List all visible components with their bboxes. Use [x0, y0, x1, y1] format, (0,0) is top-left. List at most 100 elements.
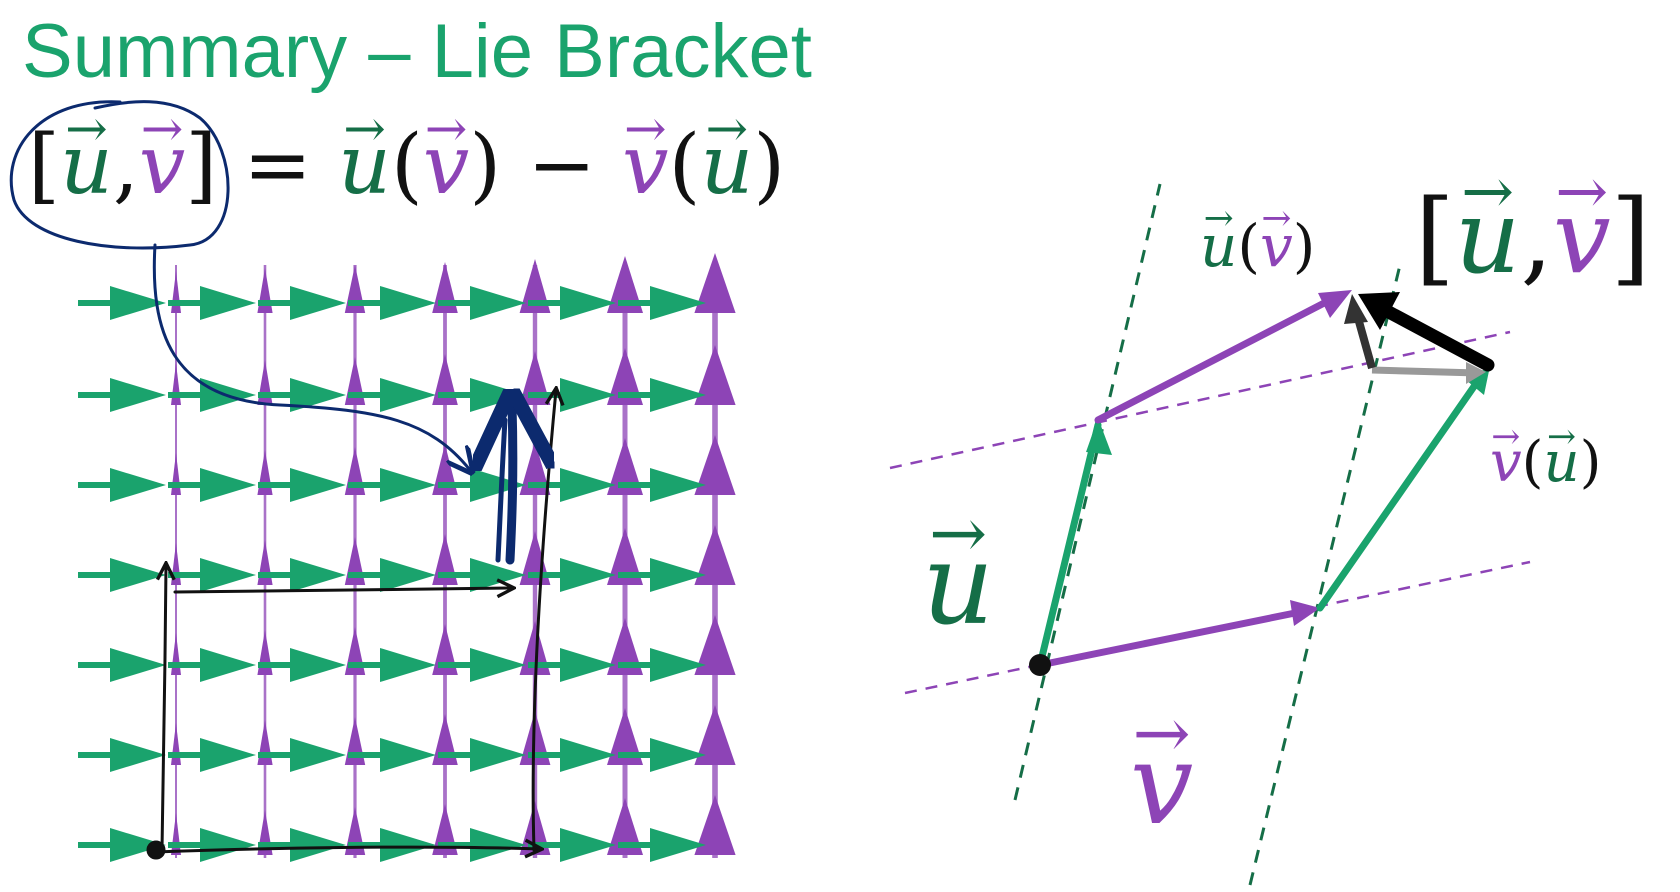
formula-term1-u: u [338, 118, 391, 213]
u-field-arrow [110, 828, 166, 862]
path-u-then-v-lower [153, 847, 540, 852]
u-field-arrow [650, 286, 706, 320]
v-field-arrow [607, 618, 643, 675]
u-field-arrow [380, 558, 436, 592]
v-field-arrow [694, 253, 736, 313]
u-field-arrow [650, 648, 706, 682]
formula-term1-lparen: ( [390, 118, 423, 213]
u-field-arrow [110, 558, 166, 592]
u-field-arrow [560, 468, 616, 502]
lie-bracket-formula: [u,v] = u(v) − v(u) [28, 118, 785, 213]
slide-title: Summary – Lie Bracket [22, 9, 812, 94]
vector-u [1036, 421, 1102, 669]
u-field-green-arrows [78, 286, 706, 862]
v-field-arrow [257, 630, 273, 675]
v-field-arrow [171, 723, 181, 765]
u-field-arrow [380, 378, 436, 412]
u-field-arrow [200, 648, 256, 682]
v-field-arrow [607, 708, 643, 765]
u-field-arrow [380, 468, 436, 502]
u-field-arrow [290, 648, 346, 682]
u-field-arrow [470, 468, 526, 502]
formula-term2-lparen: ( [668, 118, 701, 213]
v-field-arrow [171, 813, 181, 855]
annotation-connector [152, 243, 470, 470]
v-field-arrow [694, 795, 736, 855]
u-field-arrow [650, 558, 706, 592]
gap-grey-segment [1371, 366, 1479, 377]
v-field-arrow [257, 450, 273, 495]
v-line-through-u-tip [889, 330, 1511, 470]
v-field-arrow [694, 525, 736, 585]
v-field-arrow [171, 363, 181, 405]
formula-lhs-lbracket: [ [28, 118, 60, 213]
u-field-arrow [200, 828, 256, 862]
v-field-arrow [171, 271, 181, 313]
v-field-arrow [257, 540, 273, 585]
v-field-arrow [171, 543, 181, 585]
u-field-arrow [560, 828, 616, 862]
annotation-circle [9, 100, 230, 250]
gap-dark-segment [1354, 316, 1376, 370]
v-field-arrow [694, 345, 736, 405]
u-field-arrow [290, 828, 346, 862]
u-line-through-v-tip [1248, 264, 1402, 886]
u-field-arrow [380, 286, 436, 320]
u-field-arrow [560, 738, 616, 772]
v-field-arrow [171, 633, 181, 675]
formula-term1-v: v [423, 118, 469, 213]
u-field-arrow [650, 828, 706, 862]
u-field-arrow [560, 378, 616, 412]
u-field-arrow [380, 828, 436, 862]
formula-term2-u: u [700, 118, 753, 213]
vector-u-of-v [1094, 296, 1334, 424]
v-field-arrow [257, 720, 273, 765]
bracket-vector [1378, 303, 1495, 372]
v-field-arrow [607, 798, 643, 855]
formula-term2-v: v [622, 118, 668, 213]
u-field-arrow [110, 378, 166, 412]
formula-lhs-u: u [60, 118, 113, 213]
bracket-annotation [9, 100, 513, 565]
u-field-arrow [110, 738, 166, 772]
path-up-left-side [162, 565, 166, 852]
u-field-arrow [110, 286, 166, 320]
label-v: v [1130, 720, 1193, 850]
v-field-arrow [607, 528, 643, 585]
u-field-arrow [290, 468, 346, 502]
formula-lhs-comma: , [112, 118, 139, 213]
parallelogram-origin-dot [1029, 654, 1051, 676]
path-across-top [173, 588, 512, 592]
u-field-arrow [380, 648, 436, 682]
label-u-of-v: u(v) [1200, 212, 1315, 280]
lie-bracket-parallelogram [889, 183, 1531, 886]
u-field-arrow [290, 378, 346, 412]
origin-dot [146, 840, 166, 860]
u-field-arrow [290, 286, 346, 320]
formula-term2-rparen: ) [753, 118, 786, 213]
formula-term1-rparen: ) [469, 118, 502, 213]
bracket-result-arrow [510, 405, 513, 565]
formula-lhs-v: v [139, 118, 185, 213]
u-field-arrow [200, 286, 256, 320]
label-v-of-u: v(u) [1490, 430, 1601, 495]
commutator-paths [146, 390, 556, 860]
u-field-arrow [290, 558, 346, 592]
u-field-arrow [470, 738, 526, 772]
v-field-arrow [257, 360, 273, 405]
v-field-arrow [694, 705, 736, 765]
label-bracket: [u,v] [1415, 178, 1650, 297]
u-field-arrow [560, 286, 616, 320]
u-field-arrow [200, 468, 256, 502]
u-field-arrow [110, 648, 166, 682]
v-field-arrow [519, 621, 551, 675]
u-field-arrow [650, 738, 706, 772]
u-field-arrow [290, 738, 346, 772]
v-field-arrow [257, 268, 273, 313]
u-field-arrow [470, 648, 526, 682]
u-field-arrow [470, 558, 526, 592]
v-field-arrow [607, 348, 643, 405]
v-field-arrow [694, 435, 736, 495]
v-field-arrow [519, 259, 551, 313]
